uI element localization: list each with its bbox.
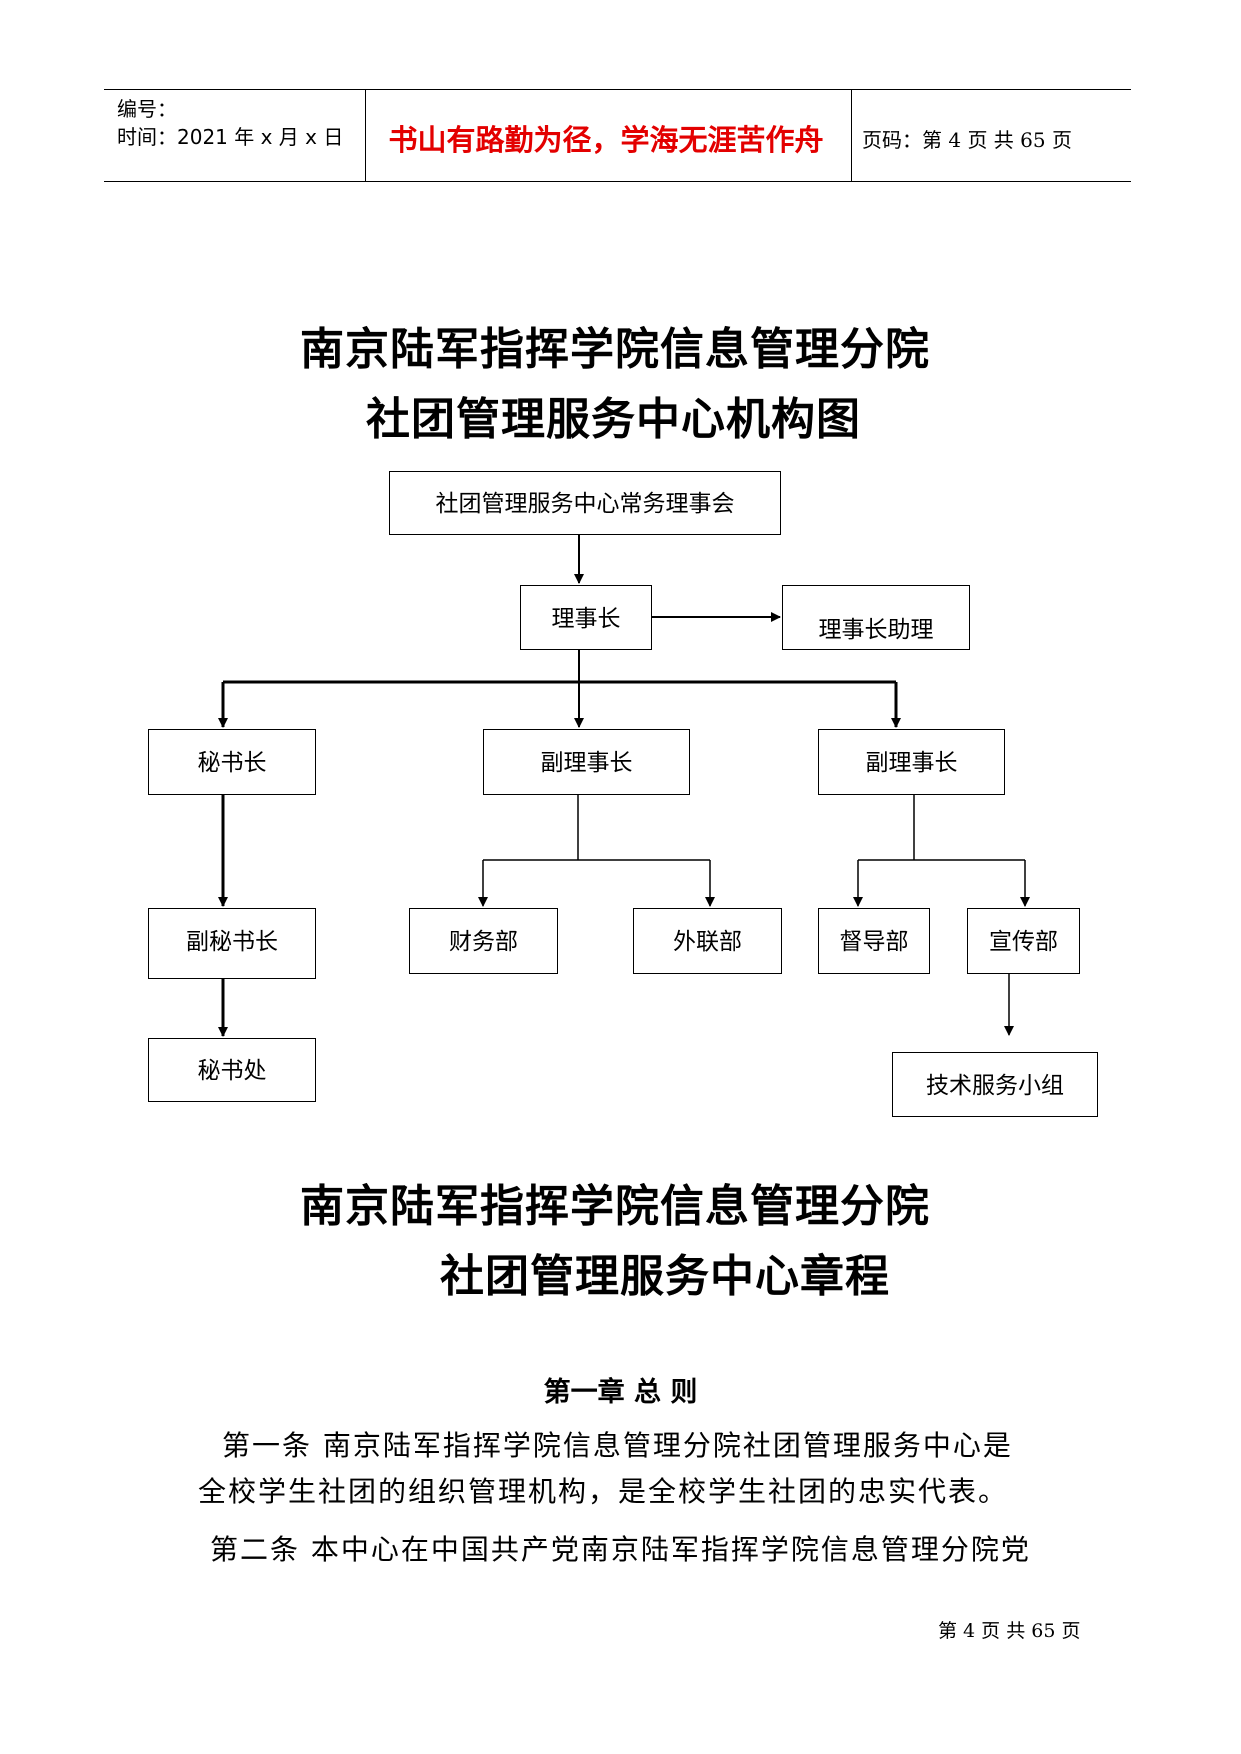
motto: 书山有路勤为径，学海无涯苦作舟 xyxy=(388,123,824,157)
header-top-rule xyxy=(104,89,1131,90)
chairman-assistant-box: 理事长助理 xyxy=(782,585,970,650)
footer-page-number: 第 4 页 共 65 页 xyxy=(938,1620,1081,1642)
header-page-info: 页码：第 4 页 共 65 页 xyxy=(862,128,1072,152)
org-chart-title-line2: 社团管理服务中心机构图 xyxy=(366,394,861,445)
charter-title-line1: 南京陆军指挥学院信息管理分院 xyxy=(300,1181,930,1232)
article-2-line-1: 第二条 本中心在中国共产党南京陆军指挥学院信息管理分院党 xyxy=(210,1533,1031,1566)
header-divider-1 xyxy=(365,90,366,182)
charter-title-line2: 社团管理服务中心章程 xyxy=(440,1251,890,1302)
time-label: 时间：2021 年 x 月 x 日 xyxy=(117,125,344,149)
vice-chairman-1-box: 副理事长 xyxy=(483,729,690,795)
finance-dept-box: 财务部 xyxy=(409,908,558,974)
chapter-heading: 第一章 总 则 xyxy=(543,1377,698,1408)
org-chart-title-line1: 南京陆军指挥学院信息管理分院 xyxy=(300,324,930,375)
vice-chairman-2-box: 副理事长 xyxy=(818,729,1005,795)
tech-group-box: 技术服务小组 xyxy=(892,1052,1098,1117)
serial-label: 编号： xyxy=(117,97,177,121)
supervision-dept-box: 督导部 xyxy=(818,908,930,974)
council-box: 社团管理服务中心常务理事会 xyxy=(389,471,781,535)
secretary-general-box: 秘书长 xyxy=(148,729,316,795)
header-bottom-rule xyxy=(104,181,1131,182)
article-1-line-2: 全校学生社团的组织管理机构，是全校学生社团的忠实代表。 xyxy=(198,1475,1009,1508)
chairman-box: 理事长 xyxy=(520,585,652,650)
header-divider-2 xyxy=(851,90,852,182)
article-1-line-1: 第一条 南京陆军指挥学院信息管理分院社团管理服务中心是 xyxy=(222,1429,1013,1462)
secretariat-box: 秘书处 xyxy=(148,1038,316,1102)
external-dept-box: 外联部 xyxy=(633,908,782,974)
deputy-secretary-general-box: 副秘书长 xyxy=(148,908,316,979)
publicity-dept-box: 宣传部 xyxy=(967,908,1080,974)
